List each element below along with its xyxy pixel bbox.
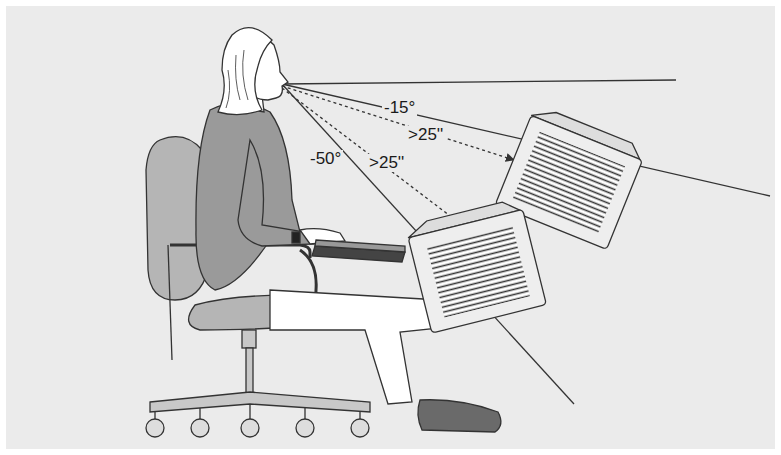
- angle-distance-label: >25'': [406, 126, 445, 144]
- office-chair: [146, 137, 370, 437]
- background: [6, 6, 775, 449]
- angle-distance-label: -15°: [382, 99, 417, 117]
- angle-distance-label: -50°: [308, 150, 343, 168]
- monitor-lower: [405, 198, 546, 333]
- angle-distance-label: >25'': [367, 154, 406, 172]
- sight-lines: [282, 80, 770, 404]
